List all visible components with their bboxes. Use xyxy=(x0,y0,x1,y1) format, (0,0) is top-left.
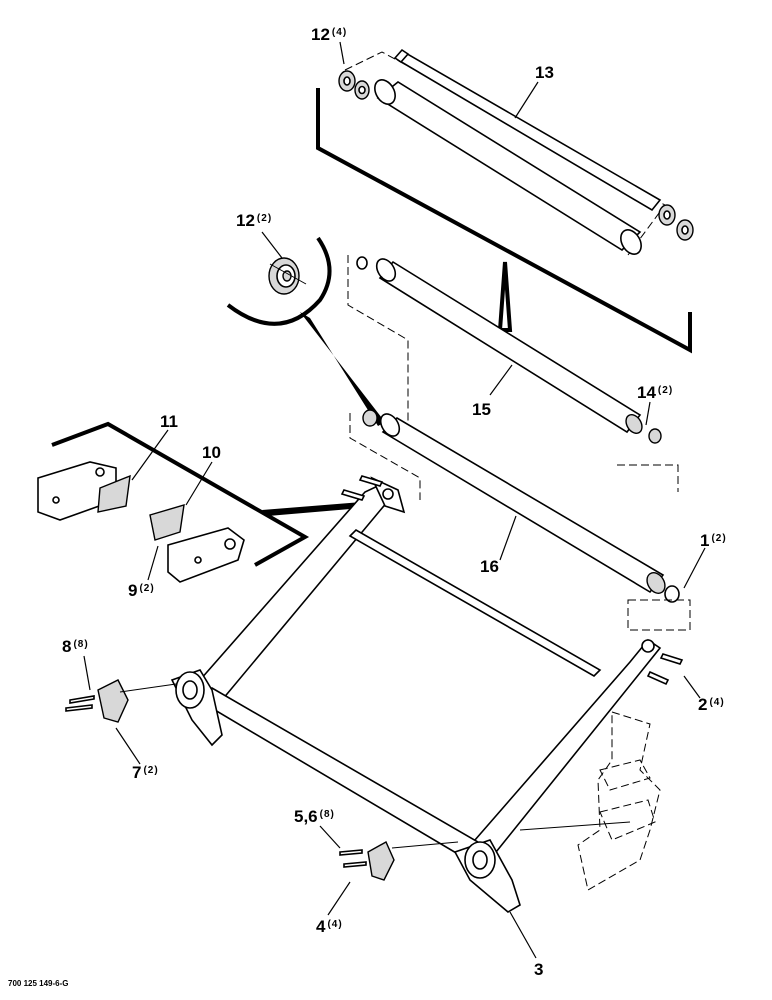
bearing-12-upper xyxy=(338,70,694,241)
leader-13 xyxy=(514,81,539,119)
callout-5-6: 5,6(8) xyxy=(294,807,335,826)
leader-1 xyxy=(683,547,706,589)
leader-11 xyxy=(131,429,169,481)
callout-2: 2(4) xyxy=(698,695,725,714)
roller-13 xyxy=(374,79,642,255)
leader-7 xyxy=(115,727,141,765)
frame-left-arm xyxy=(198,483,395,702)
callout-8: 8(8) xyxy=(62,637,89,656)
leader-56 xyxy=(319,825,341,849)
bracket-group xyxy=(37,421,362,583)
callout-14: 14(2) xyxy=(637,383,673,402)
leader-8 xyxy=(83,655,91,691)
shaft-13 xyxy=(393,48,662,212)
callout-15: 15 xyxy=(472,400,491,419)
callout-11: 11 xyxy=(160,412,178,431)
frame-bottom-tube xyxy=(196,687,480,862)
bolt-8-b xyxy=(65,704,93,712)
roller-15-envelope-right xyxy=(617,464,679,492)
bracket-group-pointer xyxy=(262,502,362,516)
bolts-2 xyxy=(646,653,684,686)
bolt-5-b xyxy=(343,861,367,868)
bracket-group-outline xyxy=(51,421,310,567)
leader-12a xyxy=(339,41,345,65)
detail-pointer xyxy=(300,312,385,426)
callout-10: 10 xyxy=(202,443,221,462)
leader-15 xyxy=(489,364,513,396)
roller-16-envelope-right xyxy=(627,599,691,631)
callout-3: 3 xyxy=(534,960,543,979)
leader-16 xyxy=(499,515,517,561)
leader-3 xyxy=(509,911,537,959)
washer-14-right xyxy=(648,428,662,444)
bolt-5-a xyxy=(339,849,363,856)
callout-16: 16 xyxy=(480,557,499,576)
callout-7: 7(2) xyxy=(132,763,159,782)
leader-4 xyxy=(327,881,351,916)
leader-2 xyxy=(683,675,701,699)
roller-15-envelope-left xyxy=(347,255,409,425)
bearing-1 xyxy=(362,409,680,603)
callout-1: 1(2) xyxy=(700,531,727,550)
bolt-8-a xyxy=(69,695,95,704)
washer-14-left xyxy=(356,256,368,270)
bearing-cap-4 xyxy=(339,841,459,881)
side-plate-phantom xyxy=(519,711,661,891)
bolts-upper-left xyxy=(340,475,384,501)
roller-16-envelope-left xyxy=(349,413,421,500)
callout-13: 13 xyxy=(535,63,554,82)
callout-12-upper: 12(4) xyxy=(311,25,347,44)
roller-15 xyxy=(347,255,679,492)
bearing-12-detail xyxy=(268,257,307,295)
leader-12b xyxy=(261,231,283,259)
upper-group-bracket xyxy=(316,88,692,354)
callout-9: 9(2) xyxy=(128,581,155,600)
leader-lines xyxy=(83,41,706,959)
bracket-10 xyxy=(149,504,245,583)
leader-9 xyxy=(147,545,159,581)
callout-12-detail: 12(2) xyxy=(236,211,272,230)
callout-4: 4(4) xyxy=(316,917,343,936)
leader-10 xyxy=(185,461,213,506)
bearing-cap-7 xyxy=(65,679,177,723)
upper-roll-group xyxy=(316,48,694,354)
bracket-11 xyxy=(37,461,131,521)
bearing-detail-view xyxy=(226,236,385,426)
leader-14 xyxy=(645,401,651,426)
drawing-code: 700 125 149-6-G xyxy=(8,979,69,988)
frame-right-arm xyxy=(466,638,662,864)
frame-top-tube xyxy=(348,529,602,677)
frame-3 xyxy=(170,476,662,913)
roller-16 xyxy=(349,409,691,631)
bracket-pointer xyxy=(497,261,513,332)
